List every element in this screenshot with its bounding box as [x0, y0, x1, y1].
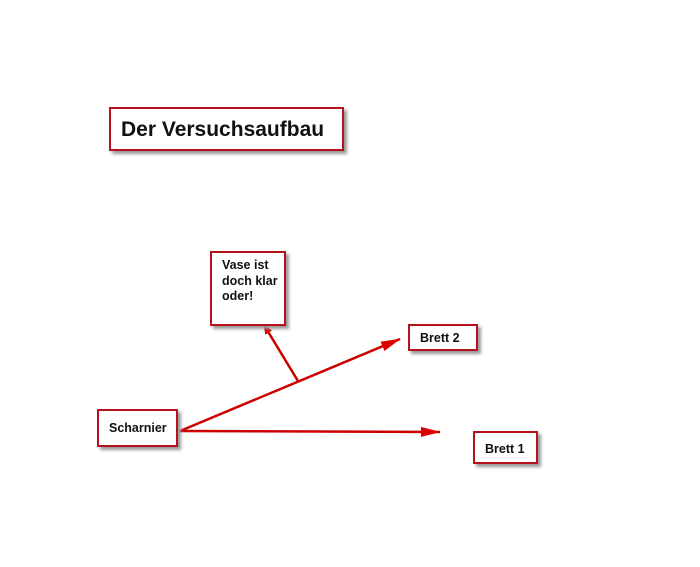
arrow-vase — [262, 324, 300, 382]
scharnier-box: Scharnier — [97, 409, 178, 447]
arrow-brett2 — [179, 337, 401, 433]
arrow-brett1 — [179, 426, 441, 437]
title-box: Der Versuchsaufbau — [109, 107, 344, 151]
brett2-box: Brett 2 — [408, 324, 478, 351]
vase-box: Vase ist doch klar oder! — [210, 251, 286, 326]
brett1-box: Brett 1 — [473, 431, 538, 464]
